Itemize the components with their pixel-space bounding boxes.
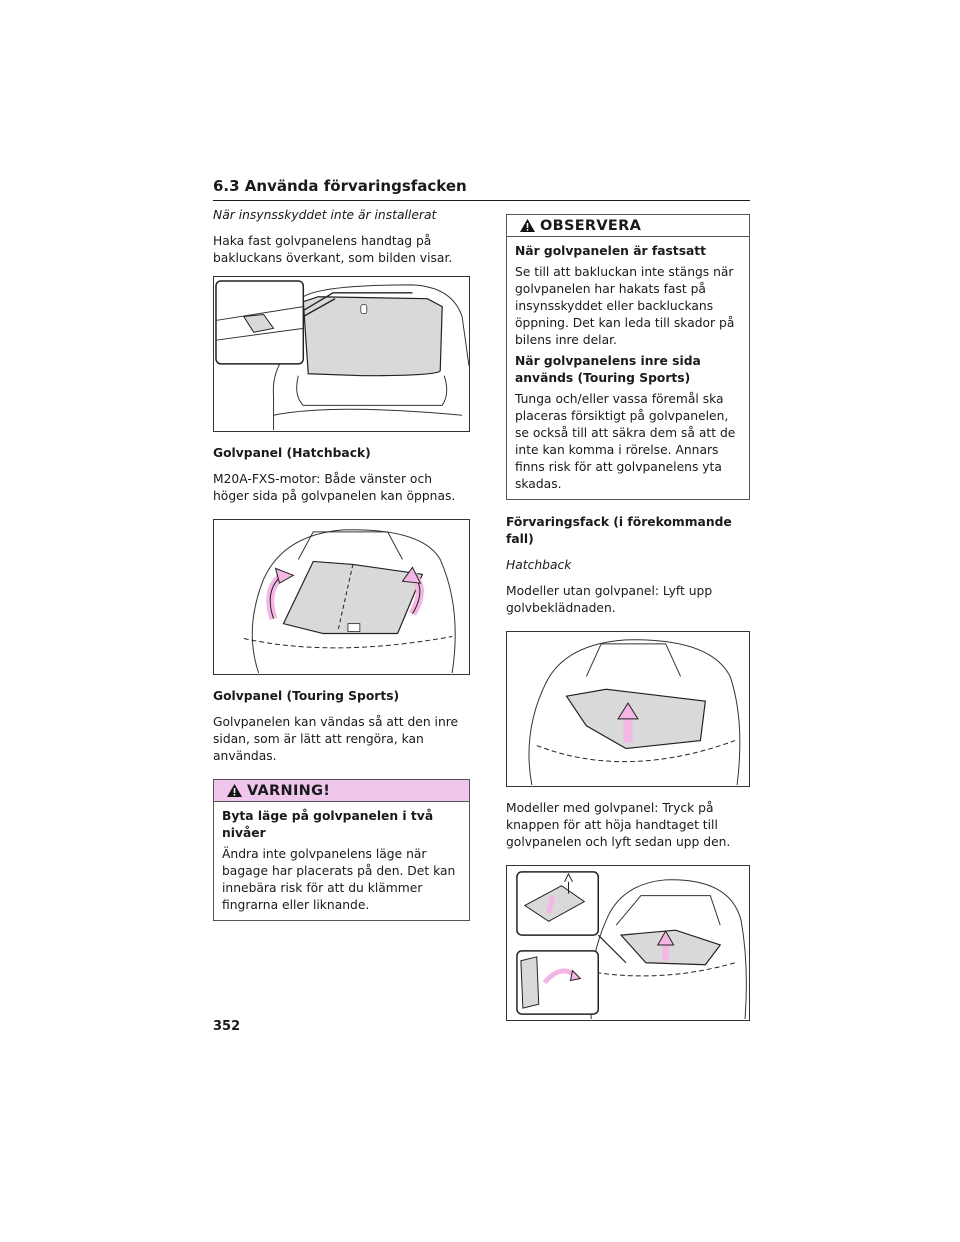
warning-header: VARNING!	[214, 780, 469, 802]
illustration-lift-panel	[506, 865, 750, 1021]
notice-text-1: Se till att bakluckan inte stängs när go…	[515, 265, 735, 347]
paragraph-reversible: Golvpanelen kan vändas så att den inre s…	[213, 715, 459, 763]
notice-heading-2: När golvpanelens inre sida används (Tour…	[515, 354, 701, 385]
notice-box: OBSERVERA När golvpanelen är fastsatt Se…	[506, 214, 750, 500]
right-column: OBSERVERA När golvpanelen är fastsatt Se…	[506, 214, 750, 1034]
heading-floor-panel-touring: Golvpanel (Touring Sports)	[213, 689, 400, 703]
subheading-hatchback: Hatchback	[506, 558, 572, 572]
paragraph-engine: M20A-FXS-motor: Både vänster och höger s…	[213, 472, 456, 503]
notice-heading-1: När golvpanelen är fastsatt	[515, 244, 707, 258]
paragraph-with-panel: Modeller med golvpanel: Tryck på knappen…	[506, 801, 731, 849]
warning-title: VARNING!	[247, 782, 331, 799]
warning-icon	[227, 784, 242, 797]
section-title: 6.3 Använda förvaringsfacken	[213, 177, 467, 195]
left-column: När insynsskyddet inte är installerat Ha…	[213, 207, 470, 935]
illustration-lift-cover	[506, 631, 750, 787]
page-number: 352	[213, 1019, 241, 1034]
notice-icon	[520, 219, 535, 232]
page-header: 6.3 Använda förvaringsfacken	[213, 177, 750, 201]
paragraph-hook-handle: Haka fast golvpanelens handtag på bakluc…	[213, 234, 453, 265]
notice-title: OBSERVERA	[540, 217, 642, 234]
warning-text: Ändra inte golvpanelens läge när bagage …	[222, 847, 456, 912]
heading-storage: Förvaringsfack (i förekommande fall)	[506, 515, 732, 546]
paragraph-without-panel: Modeller utan golvpanel: Lyft upp golvbe…	[506, 584, 713, 615]
notice-text-2: Tunga och/eller vassa föremål ska placer…	[515, 392, 736, 491]
notice-header: OBSERVERA	[507, 215, 749, 237]
illustration-floor-panel-hatchback	[213, 519, 470, 675]
warning-subtitle: Byta läge på golvpanelen i två nivåer	[222, 809, 434, 840]
illustration-hook-handle	[213, 276, 470, 432]
warning-box: VARNING! Byta läge på golvpanelen i två …	[213, 779, 470, 921]
subheading-no-cover: När insynsskyddet inte är installerat	[213, 208, 437, 222]
heading-floor-panel-hatchback: Golvpanel (Hatchback)	[213, 446, 371, 460]
